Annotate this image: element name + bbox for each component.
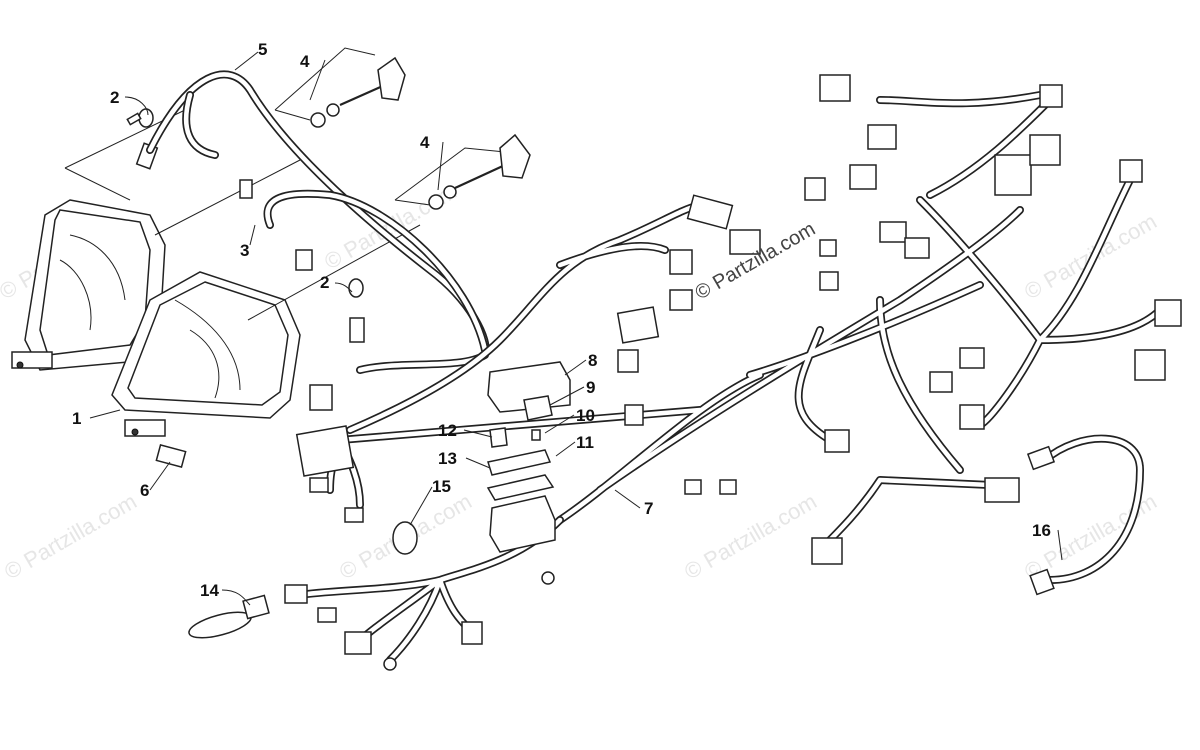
callout-13: 13 xyxy=(438,449,457,468)
connectors xyxy=(284,74,1182,671)
adjuster-upper xyxy=(310,56,406,128)
callout-2-upper: 2 xyxy=(110,88,119,107)
callout-15: 15 xyxy=(432,477,451,496)
leader-lines xyxy=(89,51,1063,606)
callout-2-lower: 2 xyxy=(320,273,329,292)
callout-16: 16 xyxy=(1032,521,1051,540)
watermark-2: © Partzilla.com xyxy=(0,489,141,585)
callout-3: 3 xyxy=(240,241,249,260)
bracket-lines-4b xyxy=(394,147,506,206)
callout-10: 10 xyxy=(576,406,595,425)
callout-6: 6 xyxy=(140,481,149,500)
cable-tie xyxy=(188,594,270,639)
callout-14: 14 xyxy=(200,581,219,600)
relay-housing xyxy=(486,361,571,553)
callout-7: 7 xyxy=(644,499,653,518)
callout-1: 1 xyxy=(72,409,81,428)
bracket-lines xyxy=(64,109,421,321)
adjuster-lower xyxy=(428,133,531,210)
sub-harness xyxy=(1026,434,1144,596)
callout-8: 8 xyxy=(588,351,597,370)
callout-12: 12 xyxy=(438,421,457,440)
bracket-lines-4a xyxy=(274,47,376,121)
headlight-left xyxy=(11,199,166,371)
callout-9: 9 xyxy=(586,378,595,397)
wire-clamp xyxy=(392,521,418,555)
headlight-right xyxy=(111,271,301,437)
headlight-harness xyxy=(146,70,490,374)
callouts: 1 2 2 3 4 4 5 6 7 8 9 10 11 12 13 14 15 … xyxy=(72,40,1051,600)
callout-4-upper: 4 xyxy=(300,52,310,71)
watermark-5: © Partzilla.com xyxy=(680,489,821,585)
callout-11: 11 xyxy=(576,433,594,452)
bulb-socket-lower xyxy=(295,249,365,343)
mounting-plate xyxy=(155,443,187,469)
callout-5: 5 xyxy=(258,40,267,59)
main-harness xyxy=(296,91,1164,664)
callout-4-lower: 4 xyxy=(420,133,430,152)
